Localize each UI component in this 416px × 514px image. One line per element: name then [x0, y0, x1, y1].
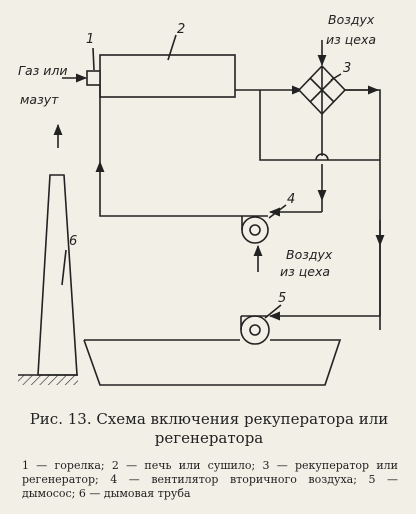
smoke-exhauster: [240, 315, 270, 345]
ground: [18, 375, 78, 385]
figure-legend: 1 — горелка; 2 — печь или сушило; 3 — ре…: [22, 459, 398, 500]
label-4: 4: [287, 192, 295, 207]
recuperator-symbol: [297, 64, 347, 116]
label-6: 6: [69, 234, 77, 249]
label-1: 1: [86, 32, 94, 47]
secondary-air-return: [99, 175, 242, 217]
figure-caption: Рис. 13. Схема включения рекуператора ил…: [10, 410, 408, 448]
chimney: [37, 174, 78, 376]
air-mid-label-line1: Воздух: [286, 247, 333, 262]
label-5: 5: [278, 291, 286, 306]
air-top-label-line2: из цеха: [326, 32, 376, 47]
gas-out-line: [345, 89, 381, 330]
secondary-air-fan: [241, 215, 269, 244]
air-mid-label-line2: из цеха: [280, 264, 330, 279]
caption-line1: Рис. 13. Схема включения рекуператора ил…: [29, 410, 389, 428]
bypass-line: [259, 90, 380, 161]
air-top-label-line1: Воздух: [328, 12, 375, 27]
label-3: 3: [343, 61, 351, 76]
flue-channel: [83, 339, 342, 386]
furnace-box: [99, 54, 236, 98]
label-2: 2: [177, 22, 185, 37]
fuel-label-line2: мазут: [20, 92, 59, 107]
fuel-label-line1: Газ или: [18, 63, 67, 78]
recuperator-schematic: 1 2 3 4 5 6 Газ или мазут Воздух из цеха…: [18, 12, 385, 386]
burner-box: [86, 70, 101, 86]
caption-line2: регенератора: [154, 429, 264, 447]
